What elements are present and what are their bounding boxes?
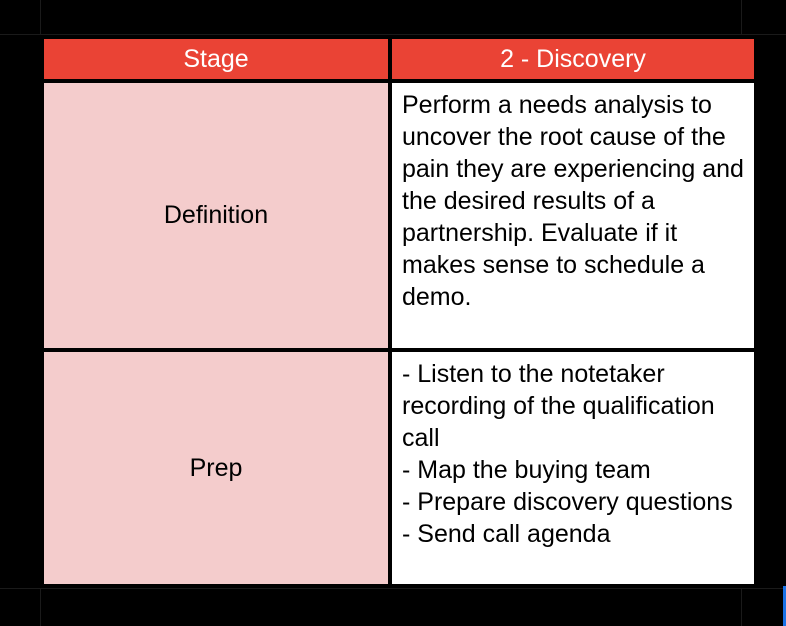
header-discovery-cell[interactable]: 2 - Discovery: [392, 39, 754, 79]
table-row: Prep - Listen to the notetaker recording…: [44, 352, 754, 584]
stage-table: Stage 2 - Discovery Definition Perform a…: [40, 35, 758, 588]
prep-content-cell[interactable]: - Listen to the notetaker recording of t…: [392, 352, 754, 584]
grid-line: [0, 588, 786, 589]
selection-edge-marker: [783, 586, 786, 626]
prep-label-cell[interactable]: Prep: [44, 352, 388, 584]
header-row: Stage 2 - Discovery: [44, 39, 754, 79]
table-row: Definition Perform a needs analysis to u…: [44, 83, 754, 348]
grid-line: [0, 34, 786, 35]
definition-label-cell[interactable]: Definition: [44, 83, 388, 348]
header-stage-cell[interactable]: Stage: [44, 39, 388, 79]
definition-content-cell[interactable]: Perform a needs analysis to uncover the …: [392, 83, 754, 348]
